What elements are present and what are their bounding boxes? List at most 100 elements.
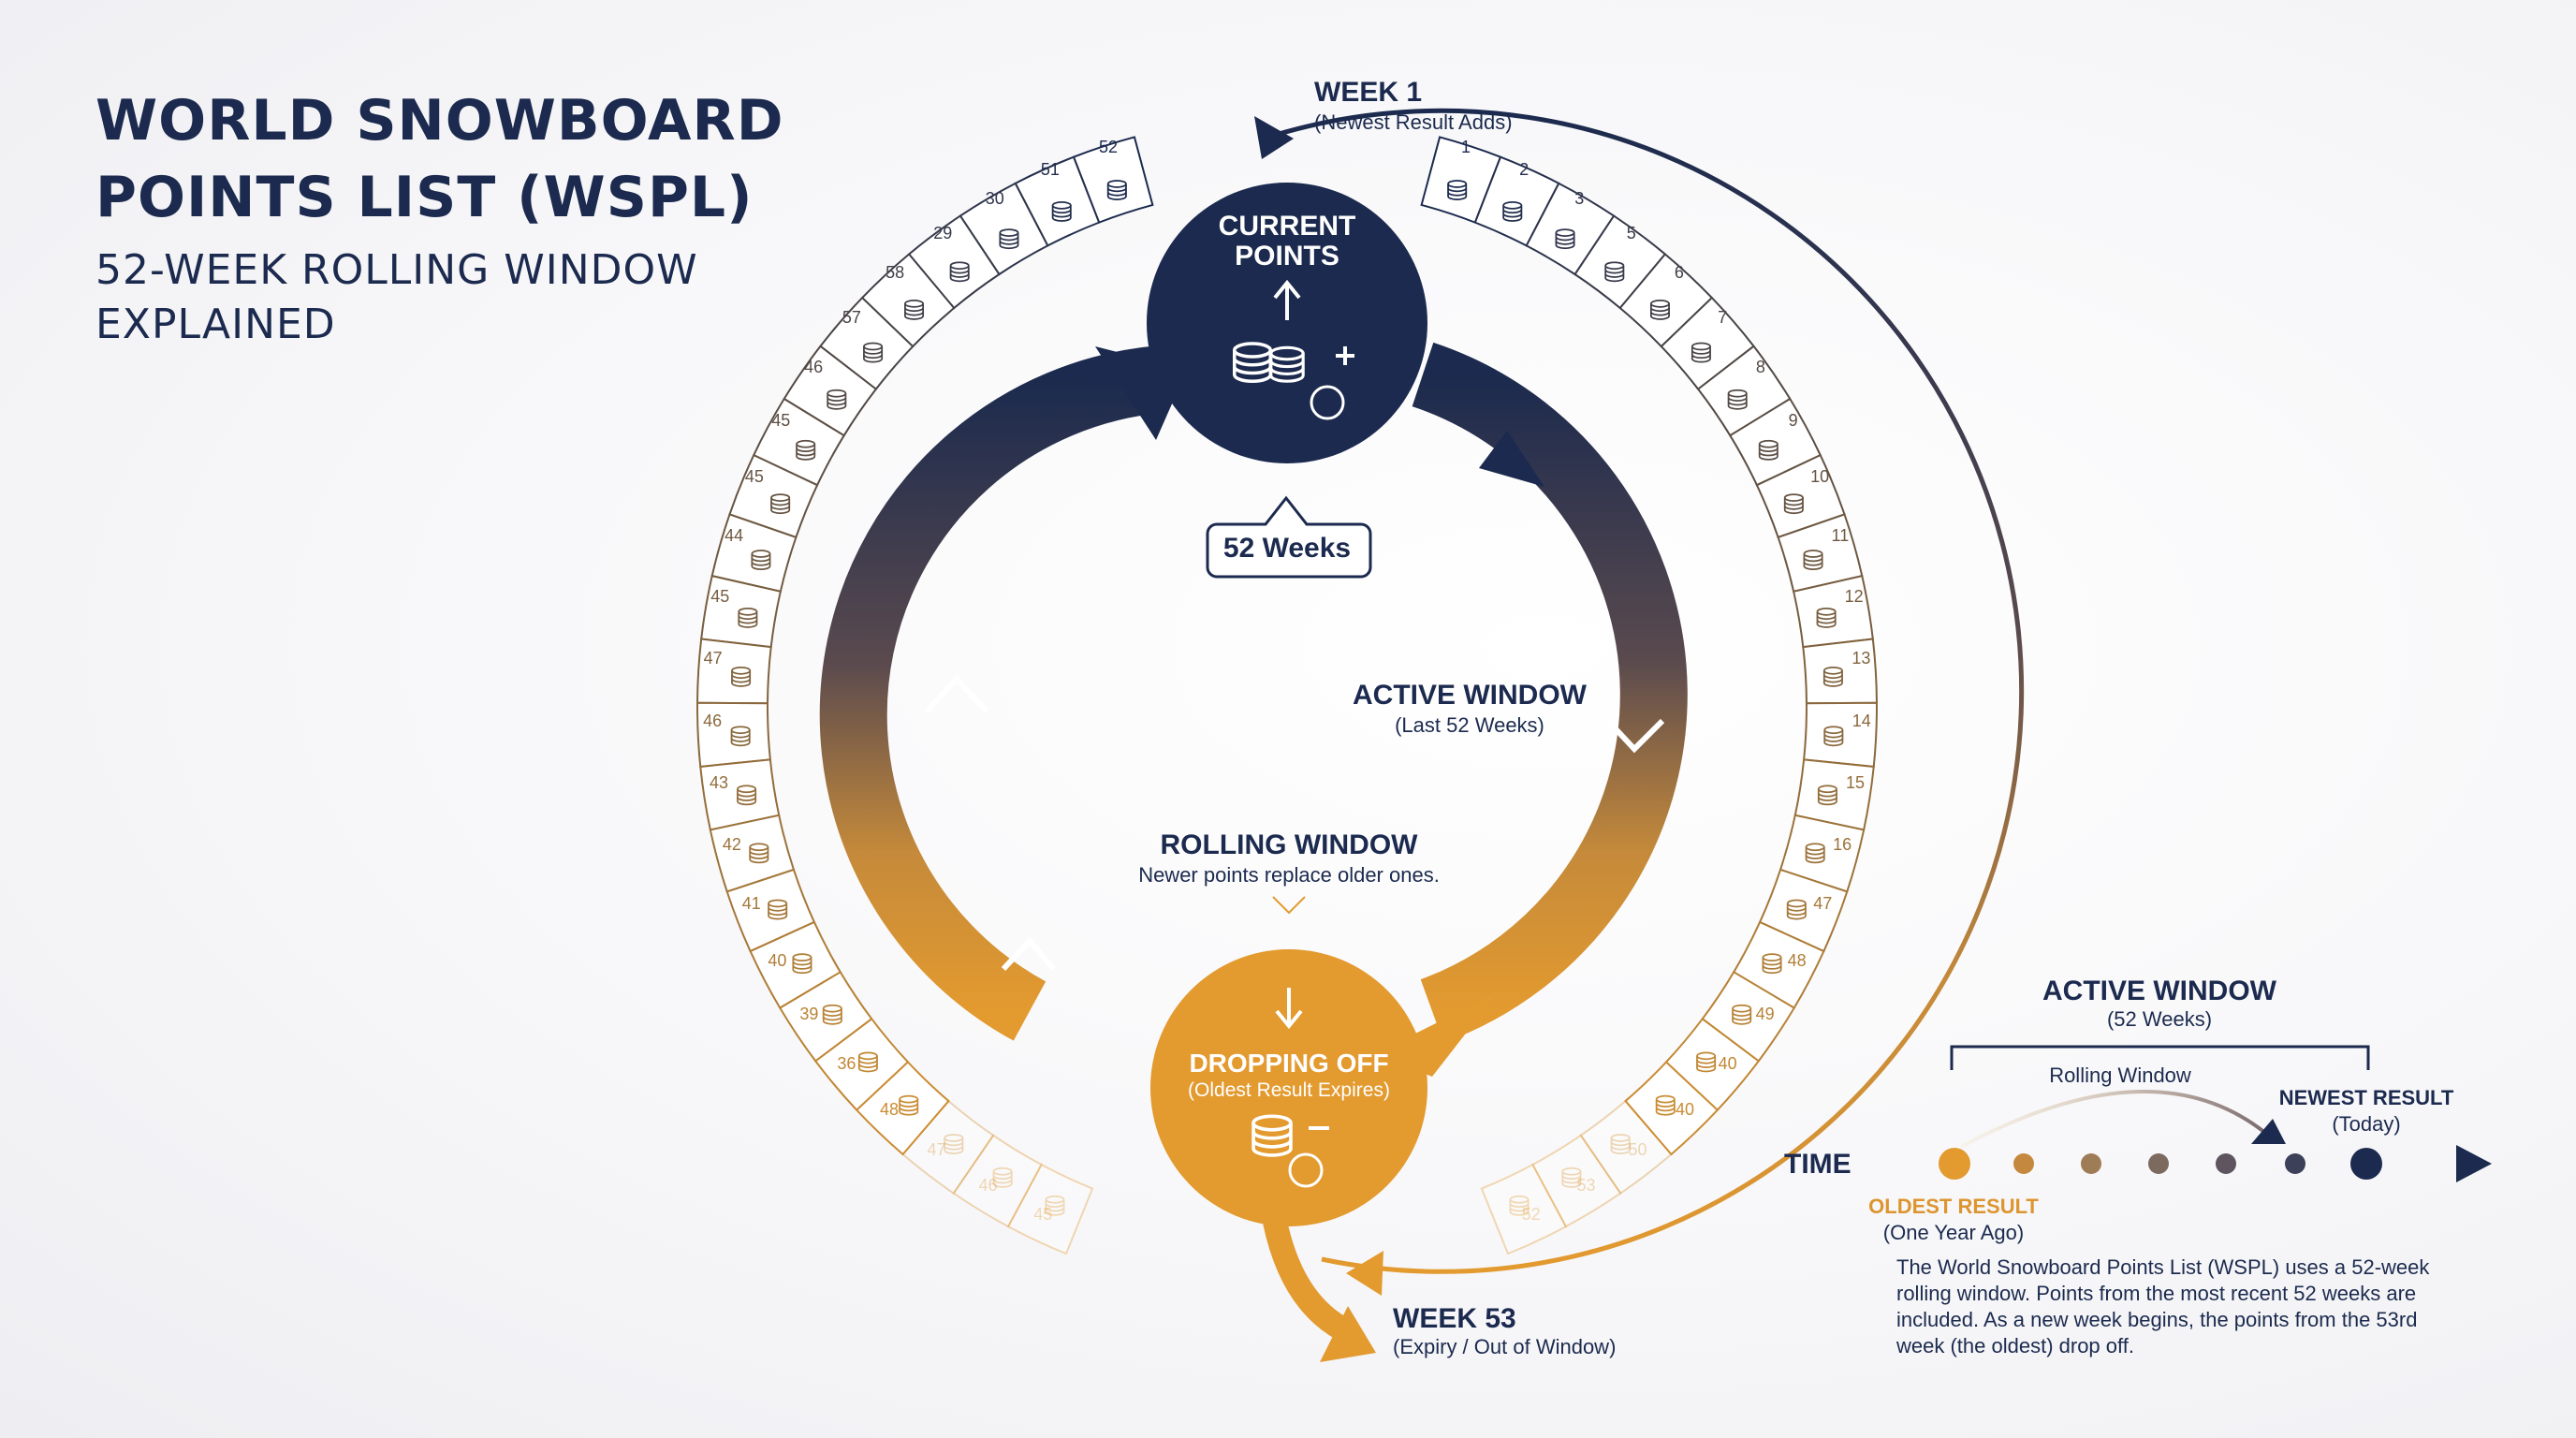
current-points-plus-icon xyxy=(1336,346,1354,365)
week-segment-label: 46 xyxy=(978,1175,998,1195)
week-segment xyxy=(1579,1099,1673,1196)
week-segment xyxy=(952,1134,1043,1228)
week-segment-label: 47 xyxy=(703,649,723,668)
week-segment-label: 48 xyxy=(879,1099,899,1119)
dropping-off-coin-icon xyxy=(1251,1114,1324,1188)
dropping-off-down-arrow-icon xyxy=(1275,988,1303,1030)
week-segment-label: 11 xyxy=(1831,526,1850,546)
timeline-week-markers xyxy=(2013,1153,2305,1174)
week-segment-label: 6 xyxy=(1674,263,1684,283)
week-segment xyxy=(696,701,771,769)
week-segment-label: 3 xyxy=(1574,188,1585,208)
week-segment xyxy=(749,920,842,1009)
week-segment xyxy=(813,1017,910,1112)
week-segment xyxy=(696,638,772,705)
rolling-callout-pointer xyxy=(1272,896,1306,915)
drop-off-exit-arrow xyxy=(1263,1219,1376,1362)
timeline-bracket xyxy=(1950,1045,2370,1070)
week1-title: WEEK 1 xyxy=(1314,77,1423,108)
timeline-newest-label: NEWEST RESULT xyxy=(2278,1086,2454,1109)
week-segment-label: 40 xyxy=(1676,1099,1695,1119)
week-segment-label: 1 xyxy=(1460,137,1471,156)
week-segment-label: 41 xyxy=(741,893,761,913)
week-segment-label: 44 xyxy=(724,526,744,546)
week-segment-label: 51 xyxy=(1040,160,1060,180)
timeline-oldest-subtitle: (One Year Ago) xyxy=(1882,1221,2025,1244)
week53-title: WEEK 53 xyxy=(1393,1303,1516,1334)
week-segment-label: 52 xyxy=(1521,1205,1541,1225)
inner-left-chevron xyxy=(924,674,1057,972)
week-segment-label: 40 xyxy=(768,950,787,970)
week-segment-label: 45 xyxy=(744,467,764,487)
timeline-rolling-label: Rolling Window xyxy=(2049,1064,2191,1087)
week-segment xyxy=(778,970,873,1063)
current-points-coin-icon xyxy=(1233,342,1345,420)
week-segment-label: 58 xyxy=(886,263,905,283)
week-segment xyxy=(901,1099,995,1196)
week-segment xyxy=(959,182,1049,276)
week-segment-label: 10 xyxy=(1810,467,1830,487)
week-segment xyxy=(710,513,798,593)
timeline-oldest-label: OLDEST RESULT xyxy=(1868,1195,2039,1218)
active-window-subtitle: (Last 52 Weeks) xyxy=(1395,713,1544,737)
week-segment-label: 7 xyxy=(1718,308,1728,328)
weeks-badge xyxy=(1206,495,1372,579)
inner-right-chevron xyxy=(1605,718,1665,754)
week-segment-ring xyxy=(696,136,1878,1255)
week-segment-label: 13 xyxy=(1852,649,1871,668)
week-segment xyxy=(907,214,1001,310)
week-segment-label: 16 xyxy=(1833,834,1852,854)
week-segment-label: 45 xyxy=(1033,1205,1053,1225)
week-segment xyxy=(1480,1163,1568,1255)
week-segment-label: 48 xyxy=(1787,950,1807,970)
week-segment xyxy=(700,574,783,649)
dropping-off-subtitle: (Oldest Result Expires) xyxy=(1188,1079,1390,1101)
week-segment-label: 36 xyxy=(837,1054,856,1074)
week-segment-label: 39 xyxy=(799,1004,819,1023)
outer-arc-top-arrowhead xyxy=(1254,116,1294,159)
week-segment-label: 30 xyxy=(985,188,1004,208)
week-segment-label: 52 xyxy=(1098,137,1119,156)
week-segment-label: 49 xyxy=(1755,1004,1775,1023)
outer-arc-bottom-arrowhead xyxy=(1346,1251,1383,1296)
week-segment-label: 45 xyxy=(710,587,730,607)
timeline-newest-subtitle: (Today) xyxy=(2332,1112,2401,1136)
week-segment-label: 9 xyxy=(1788,411,1798,431)
week-segment-label: 2 xyxy=(1519,160,1530,180)
week-segment xyxy=(1531,1134,1622,1228)
rolling-window-title: ROLLING WINDOW xyxy=(1160,829,1418,860)
timeline-newest-marker xyxy=(2350,1148,2382,1180)
week-segment-label: 15 xyxy=(1846,773,1866,793)
week-segment-label: 42 xyxy=(722,834,741,854)
current-points-label-line1: CURRENT xyxy=(1218,211,1356,242)
week-segment-label: 53 xyxy=(1576,1175,1596,1195)
week-segment-label: 8 xyxy=(1755,358,1765,377)
timeline-rolling-arc xyxy=(1960,1090,2286,1149)
page-title: WORLD SNOWBOARD POINTS LIST (WSPL) xyxy=(95,88,784,230)
week-segment-label: 40 xyxy=(1718,1054,1737,1074)
week-segment-label: 46 xyxy=(703,712,723,731)
week-segment-label: 46 xyxy=(804,358,824,377)
week-segment xyxy=(1006,1163,1094,1255)
current-points-node xyxy=(1147,183,1427,463)
week-segment-label: 43 xyxy=(709,773,728,793)
week-segment xyxy=(1624,1061,1720,1156)
active-window-title: ACTIVE WINDOW xyxy=(1353,680,1587,711)
timeline-title: ACTIVE WINDOW xyxy=(2042,976,2276,1006)
outer-cycle-arc xyxy=(1263,108,2025,1274)
current-points-label-line2: POINTS xyxy=(1235,241,1339,271)
week1-subtitle: (Newest Result Adds) xyxy=(1314,110,1513,134)
week53-subtitle: (Expiry / Out of Window) xyxy=(1393,1335,1617,1358)
week-segment xyxy=(855,1061,950,1156)
rolling-window-subtitle: Newer points replace older ones. xyxy=(1138,863,1440,887)
weeks-badge-label: 52 Weeks xyxy=(1222,533,1352,564)
week-segment-label: 14 xyxy=(1852,712,1871,731)
week-segment xyxy=(860,253,956,348)
dropping-off-title: DROPPING OFF xyxy=(1189,1049,1389,1078)
timeline-time-label: TIME xyxy=(1784,1149,1852,1180)
timeline-subtitle: (52 Weeks) xyxy=(2106,1007,2213,1031)
current-points-up-arrow-icon xyxy=(1273,279,1301,320)
week-segment-label: 45 xyxy=(771,411,791,431)
week-segment-label: 5 xyxy=(1626,223,1636,242)
